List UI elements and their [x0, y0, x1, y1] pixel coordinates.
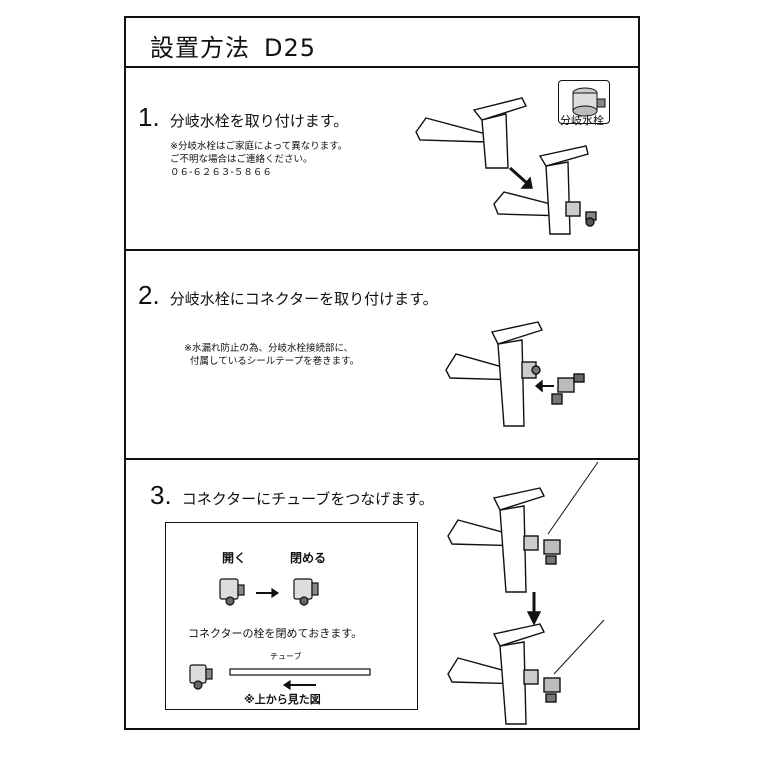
step-1-text: 分岐水栓を取り付けます。	[169, 112, 349, 130]
open-label: 開く	[222, 551, 247, 565]
step-1-number: 1.	[138, 102, 160, 132]
close-valve-instruction: コネクターの栓を閉めておきます。	[188, 627, 363, 640]
step-2-number: 2.	[138, 280, 160, 310]
diverter-valve-label: 分岐水栓	[560, 114, 604, 127]
step-2-text: 分岐水栓にコネクターを取り付けます。	[169, 290, 438, 308]
valve-open-close-icons	[219, 578, 319, 606]
step-3-heading: 3. コネクターにチューブをつなげます。	[150, 480, 434, 511]
step-divider-2	[126, 458, 638, 460]
tube-connect-illustration	[447, 461, 605, 725]
top-view-note: ※上から見た図	[244, 693, 321, 706]
step-3-number: 3.	[150, 480, 172, 510]
title-text: 設置方法	[150, 34, 250, 62]
step-2-note: ※水漏れ防止の為、分岐水栓接続部に、 付属しているシールテープを巻きます。	[184, 343, 360, 367]
step-3-text: コネクターにチューブをつなげます。	[181, 490, 434, 508]
step-divider-1	[126, 249, 638, 251]
valve-instruction-box: 開く 閉める コネクターの栓を閉めておきます。 チューブ	[165, 522, 418, 710]
step-1-note: ※分岐水栓はご家庭によって異なります。 ご不明な場合はご連絡ください。 ０６‐６…	[170, 141, 348, 178]
connector-attach-illustration	[445, 321, 585, 427]
close-label: 閉める	[290, 551, 327, 565]
diverter-valve-badge	[558, 80, 610, 124]
diverter-valve-icon	[572, 87, 606, 117]
step-2-heading: 2. 分岐水栓にコネクターを取り付けます。	[138, 280, 438, 311]
model-code: D25	[264, 34, 317, 62]
tube-top-view-diagram	[189, 664, 371, 691]
step-1-heading: 1. 分岐水栓を取り付けます。	[138, 102, 348, 133]
tube-label: チューブ	[270, 652, 302, 661]
instruction-sheet: 設置方法 D25 1. 分岐水栓を取り付けます。 ※分岐水栓はご家庭によって異なり…	[124, 16, 640, 730]
page-title: 設置方法 D25	[150, 28, 316, 63]
header-divider	[126, 66, 638, 68]
faucet-install-illustration	[415, 97, 597, 235]
